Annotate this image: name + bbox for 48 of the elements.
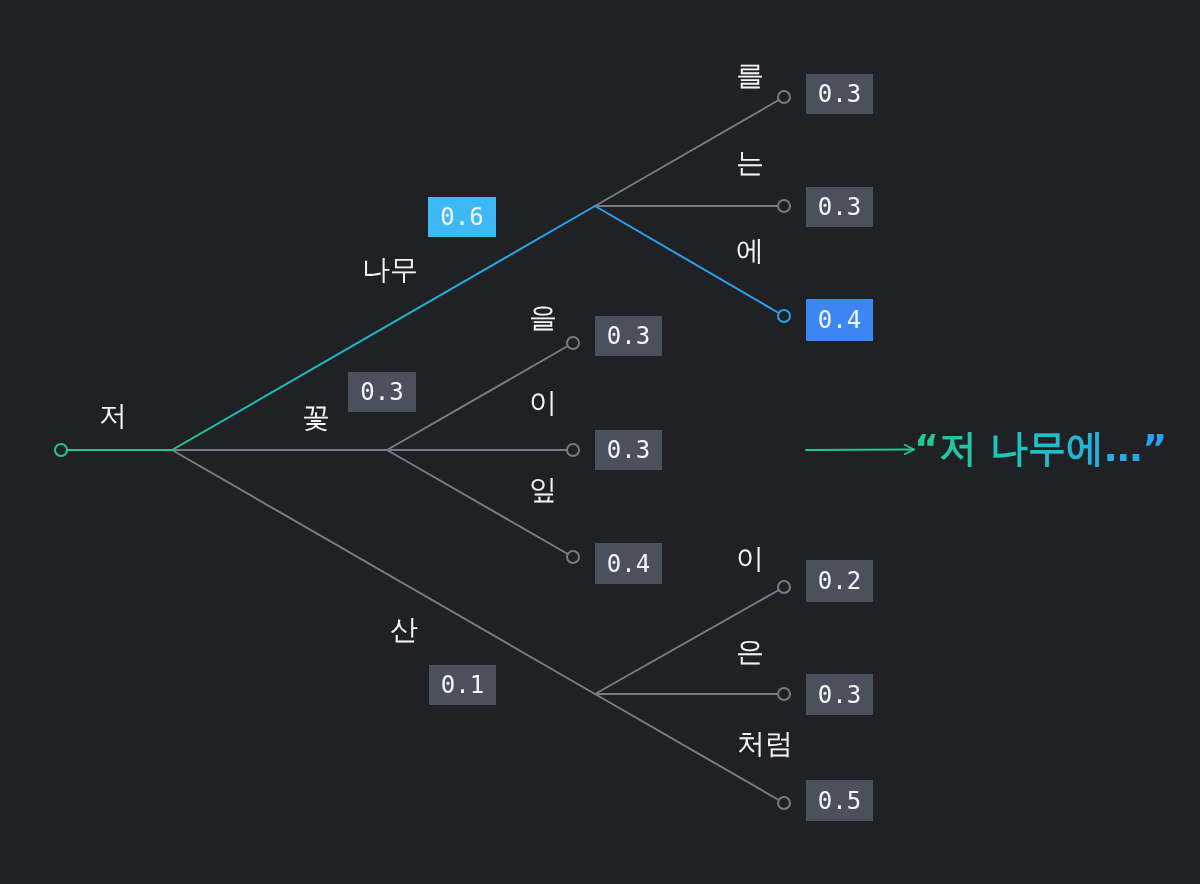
- arrow: [805, 443, 915, 456]
- edge-label: 는: [736, 149, 764, 177]
- probability-box: 0.1: [429, 665, 496, 705]
- branch-line: [594, 693, 779, 695]
- probability-box: 0.3: [348, 372, 416, 412]
- edge-label: 를: [736, 62, 764, 90]
- token-label: 산: [390, 616, 418, 644]
- branch-line: [594, 205, 779, 207]
- node-circle: [566, 443, 580, 457]
- branch-line: [594, 99, 780, 207]
- probability-box: 0.3: [595, 430, 662, 470]
- branch-line: [594, 693, 780, 801]
- probability-box: 0.3: [806, 674, 873, 715]
- edge-label: 잎: [529, 476, 557, 504]
- node-circle: [777, 90, 791, 104]
- branch-line: [594, 589, 780, 695]
- probability-box: 0.3: [595, 316, 662, 356]
- branch-line: [386, 449, 568, 451]
- probability-box: 0.5: [806, 780, 873, 821]
- branch-line: [66, 449, 173, 451]
- node-circle: [777, 580, 791, 594]
- probability-box: 0.2: [806, 560, 873, 602]
- branch-line: [386, 345, 569, 451]
- branch-line: [594, 205, 780, 314]
- branch-line: [386, 449, 569, 555]
- edge-label: 은: [736, 638, 764, 666]
- edge-label: 에: [736, 237, 764, 265]
- probability-box: 0.4: [595, 543, 662, 584]
- probability-box: 0.3: [806, 74, 873, 114]
- edge-label: 이: [736, 545, 764, 573]
- probability-box: 0.4: [806, 299, 873, 341]
- edge-label: 처럼: [737, 730, 793, 758]
- branch-line: [171, 449, 596, 695]
- node-circle: [566, 550, 580, 564]
- token-label: 저: [99, 402, 127, 430]
- node-circle: [777, 199, 791, 213]
- node-circle: [777, 687, 791, 701]
- node-circle: [777, 309, 791, 323]
- probability-box: 0.6: [428, 197, 496, 237]
- node-circle: [777, 796, 791, 810]
- token-label: 꽃: [302, 404, 330, 432]
- node-circle: [566, 336, 580, 350]
- node-circle: [54, 443, 68, 457]
- probability-box: 0.3: [806, 187, 873, 227]
- token-label: 나무: [362, 256, 418, 284]
- branch-line: [171, 205, 596, 451]
- edge-label: 을: [529, 304, 557, 332]
- edge-label: 이: [529, 389, 557, 417]
